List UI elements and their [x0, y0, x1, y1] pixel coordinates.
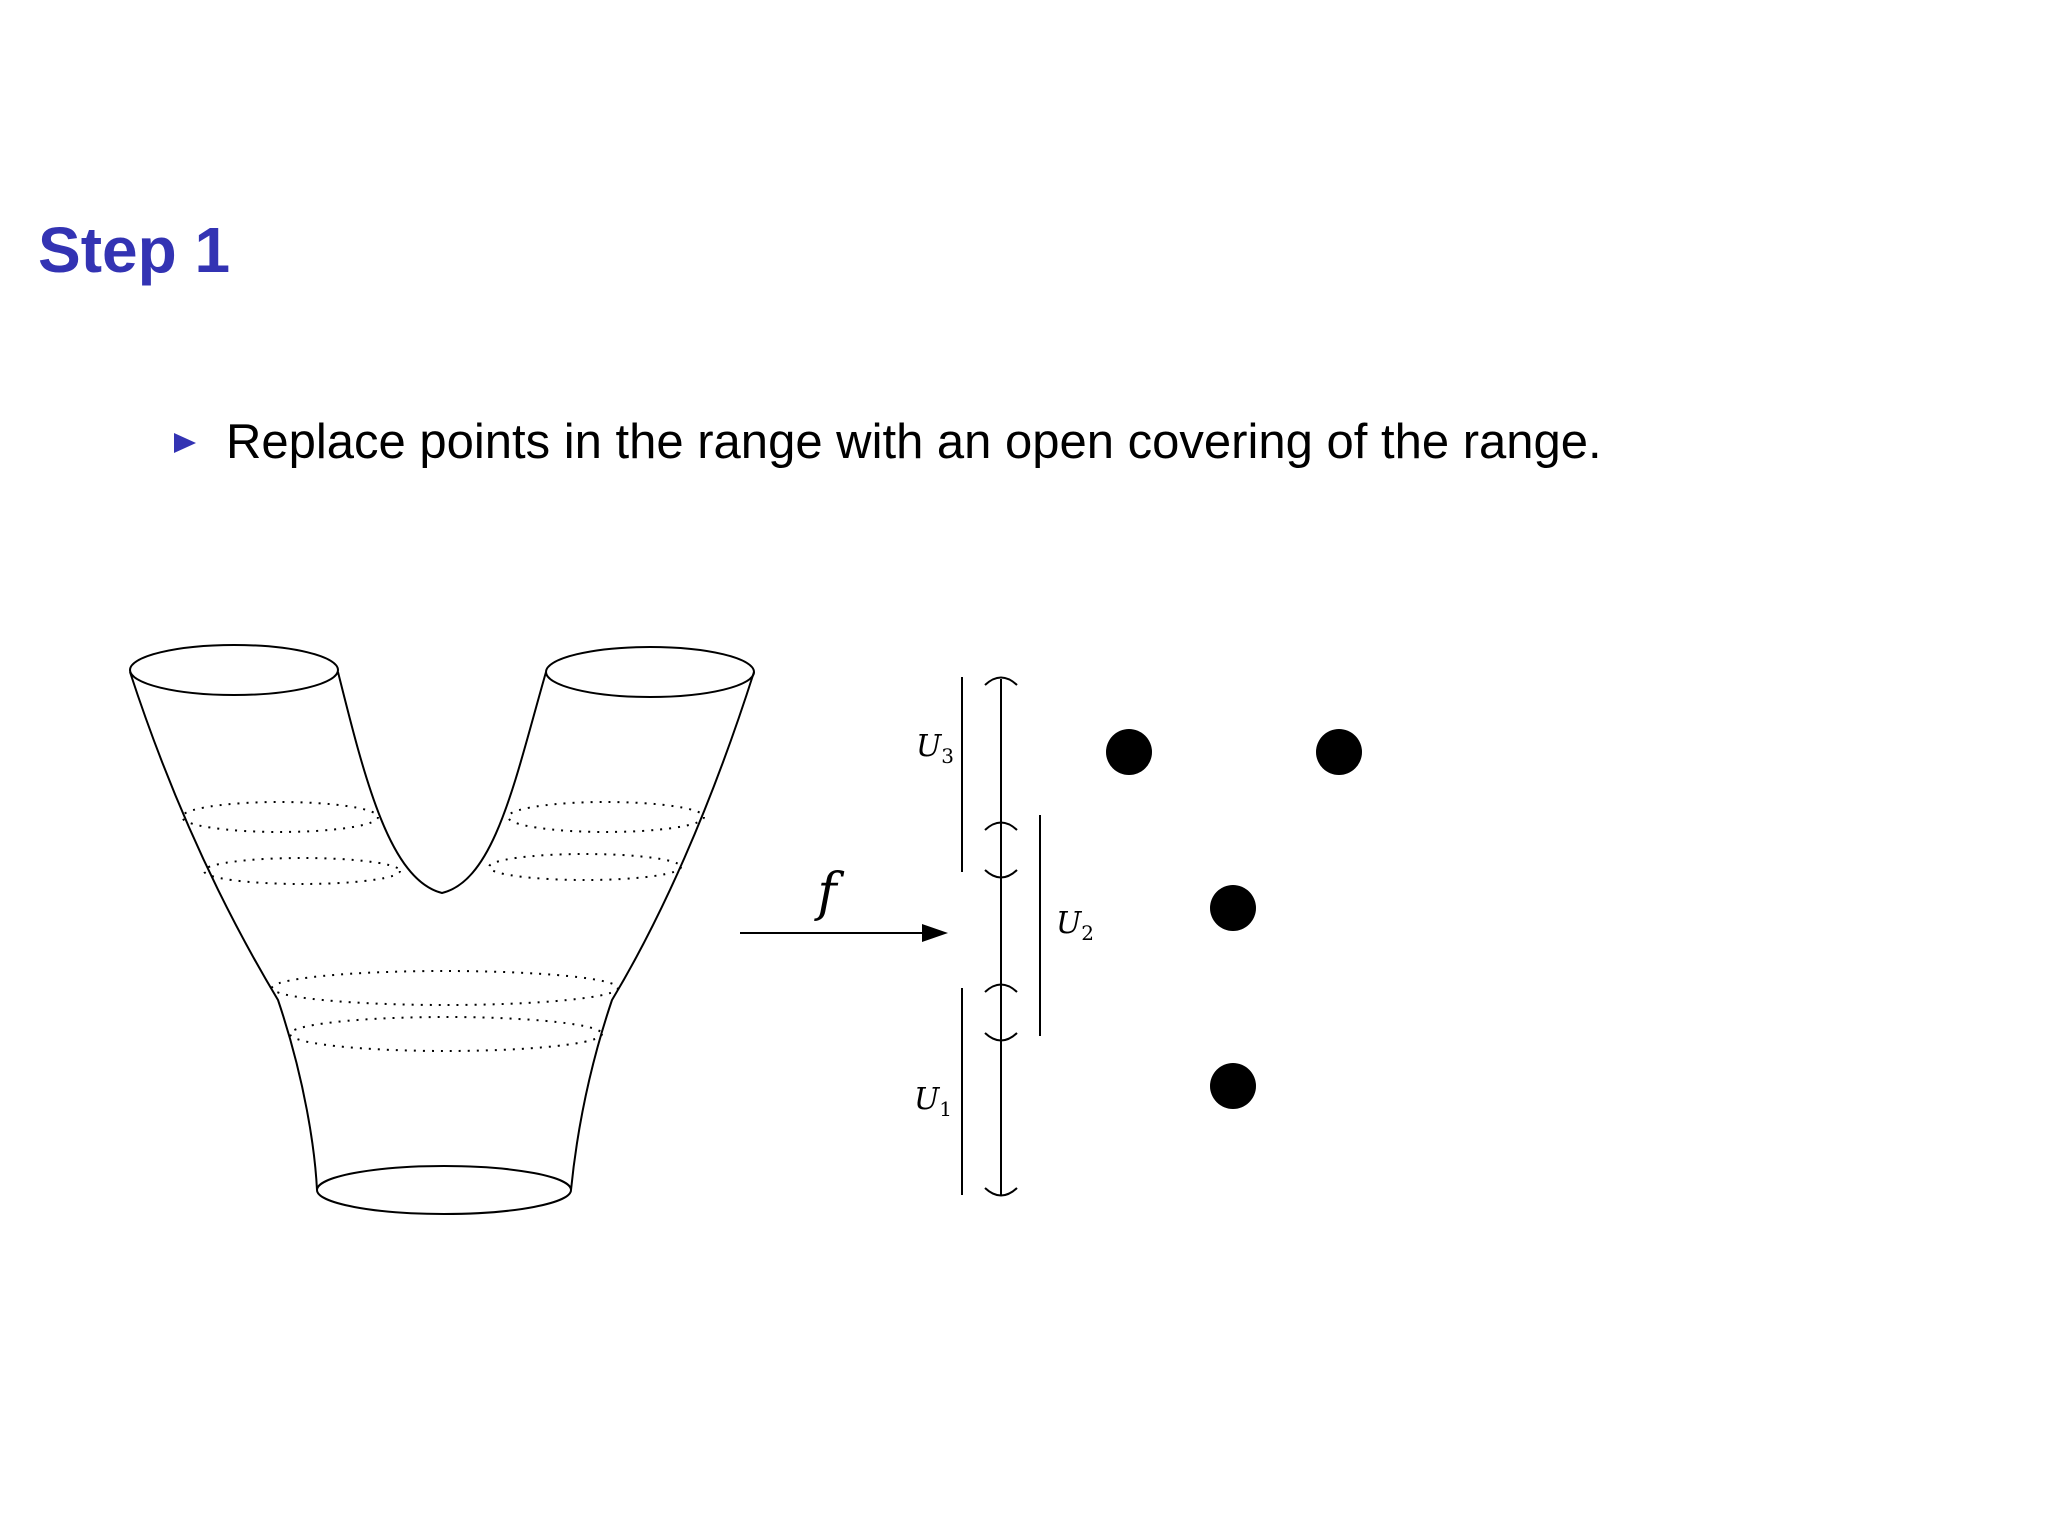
open-set-labels: U3 U2 U1	[914, 729, 1094, 1121]
u3-label: U3	[916, 729, 954, 768]
range-bottom-end	[984, 1187, 1018, 1197]
pants-surface	[129, 644, 755, 1215]
outer-right-side	[570, 671, 755, 1191]
level-set-waist-lower	[289, 1016, 603, 1052]
waist-boundary	[316, 1165, 572, 1215]
u2-upper-endpoint	[984, 821, 1018, 831]
left-leg-boundary	[129, 644, 339, 696]
level-sets	[181, 801, 705, 1052]
nerve-vertex-u3-left	[1106, 729, 1152, 775]
level-set-right-upper	[507, 801, 705, 833]
u2-lower-endpoint	[984, 1032, 1018, 1042]
map-arrow-head-icon	[922, 924, 948, 942]
outer-left-side	[129, 671, 318, 1191]
nerve-vertex-u3-right	[1316, 729, 1362, 775]
range-interval	[984, 676, 1018, 1197]
right-leg-boundary	[545, 646, 755, 698]
u3-lower-endpoint	[984, 869, 1018, 879]
level-set-right-lower	[488, 853, 682, 881]
nerve-vertex-u2	[1210, 885, 1256, 931]
bullet-item: Replace points in the range with an open…	[174, 418, 1602, 467]
level-set-left-lower	[203, 857, 401, 885]
nerve-vertices	[1106, 729, 1362, 1109]
bullet-text: Replace points in the range with an open…	[226, 415, 1602, 469]
u1-label: U1	[914, 1082, 952, 1121]
level-set-left-upper	[181, 801, 379, 833]
u1-upper-endpoint	[984, 983, 1018, 993]
slide-title: Step 1	[38, 214, 231, 286]
map-label: f	[813, 863, 844, 923]
map-arrow: f	[740, 863, 948, 942]
range-top-end	[984, 676, 1018, 686]
u2-label: U2	[1056, 906, 1094, 945]
open-set-brackets	[961, 677, 1041, 1195]
crotch-curve	[337, 671, 547, 895]
bullet-triangle-icon	[174, 432, 196, 453]
level-set-waist-upper	[271, 970, 619, 1006]
nerve-vertex-u1	[1210, 1063, 1256, 1109]
